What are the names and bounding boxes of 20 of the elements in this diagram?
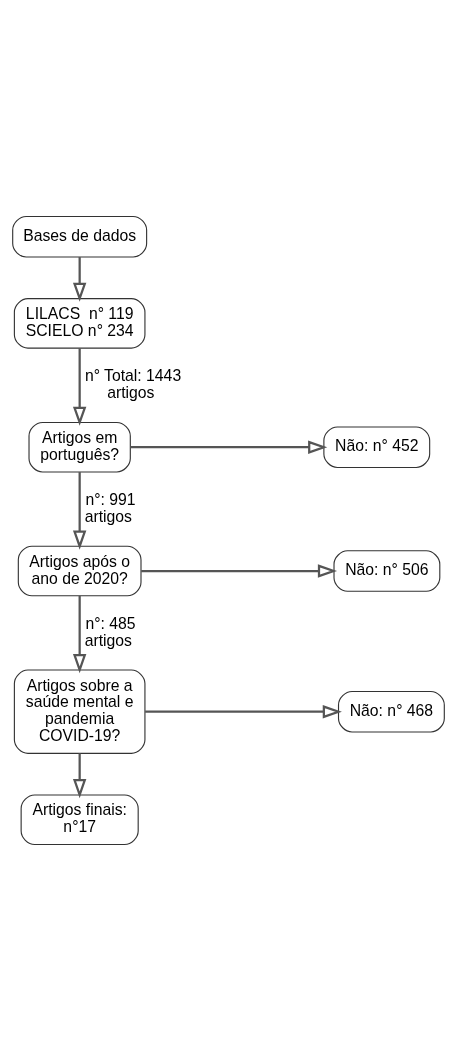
edge-label: n° Total: 1443 artigos bbox=[84, 367, 182, 401]
node-box: LILACS n° 119 SCIELO n° 234 bbox=[13, 298, 146, 349]
edge-label: n°: 485 artigos bbox=[84, 614, 136, 649]
node-box: Artigos após o ano de 2020? bbox=[17, 545, 142, 597]
node-box: Artigos em português? bbox=[28, 421, 131, 473]
arrow bbox=[141, 564, 338, 578]
node-box: Artigos finais: n°17 bbox=[20, 794, 139, 846]
node-box: Não: n° 506 bbox=[333, 550, 441, 592]
arrow bbox=[72, 595, 87, 674]
arrow bbox=[145, 705, 342, 719]
edge-label: n°: 991 artigos bbox=[84, 490, 136, 525]
arrow bbox=[72, 257, 87, 302]
node-box: Artigos sobre a saúde mental e pandemia COVID-19? bbox=[13, 669, 146, 754]
node-box: Não: n° 468 bbox=[337, 690, 445, 733]
arrow bbox=[72, 348, 87, 426]
arrow bbox=[72, 472, 87, 550]
arrow bbox=[130, 440, 328, 454]
node-box: Não: n° 452 bbox=[323, 426, 431, 469]
node-box: Bases de dados bbox=[12, 215, 148, 258]
arrow bbox=[72, 753, 87, 799]
